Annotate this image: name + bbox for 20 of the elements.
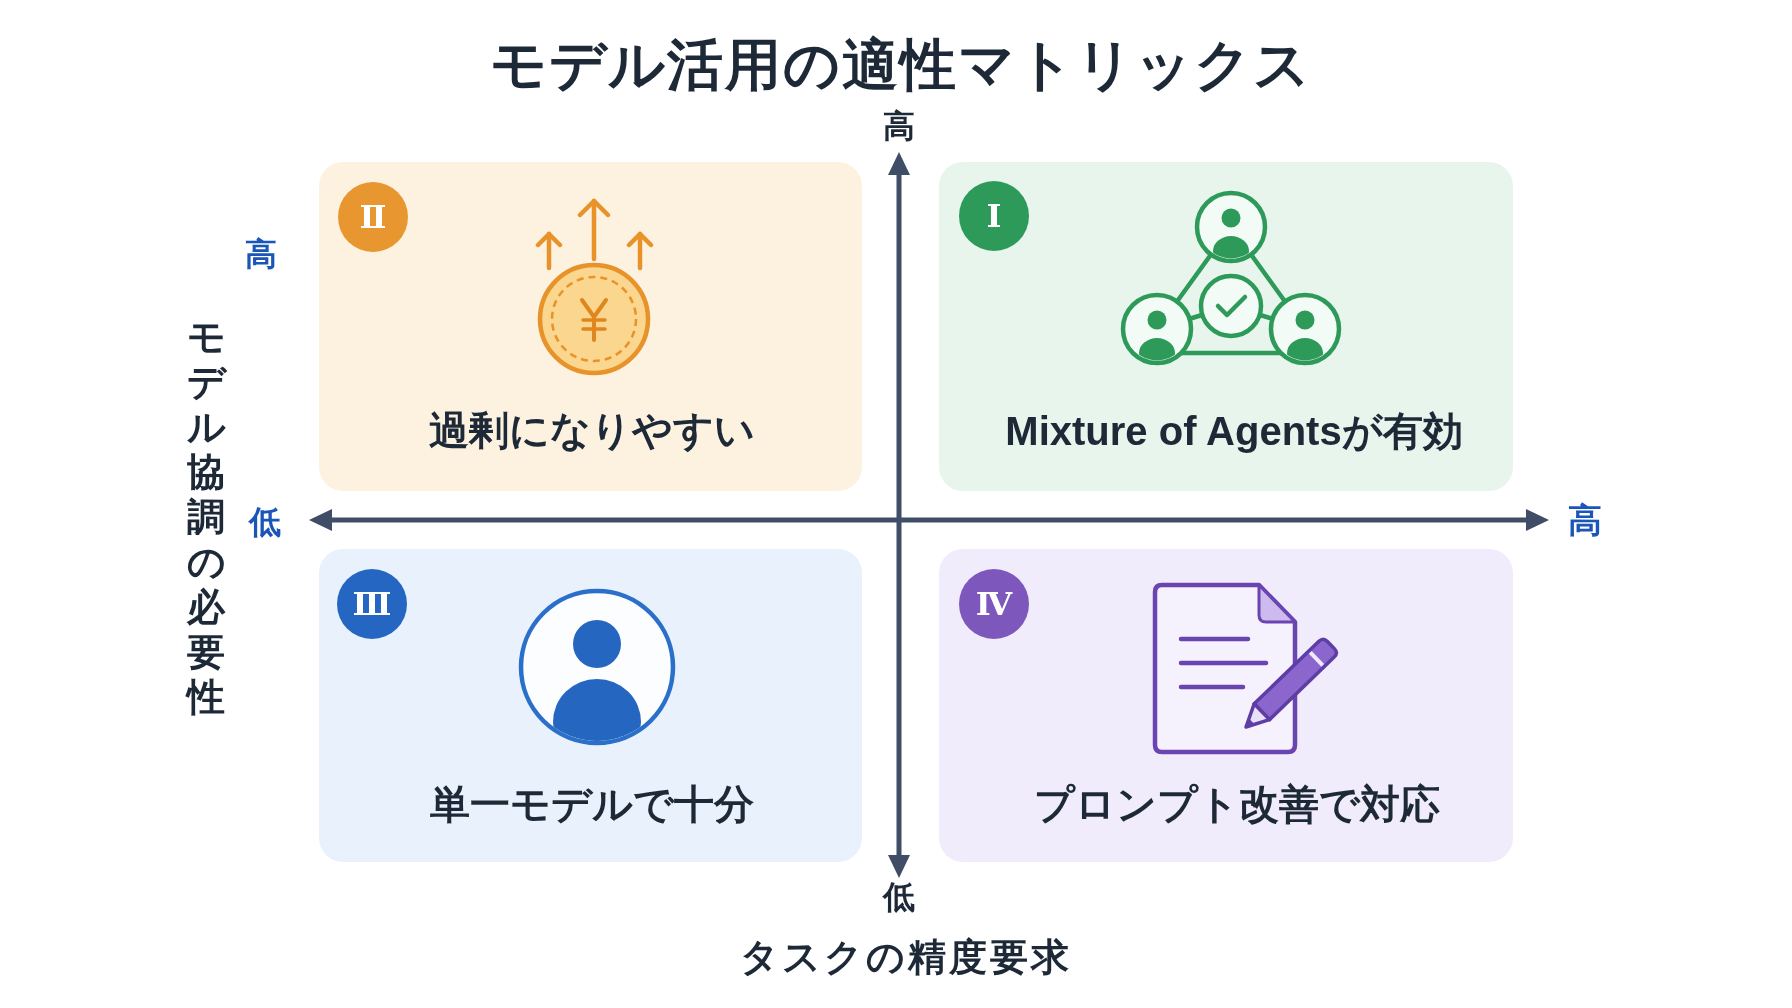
numeral-badge: Ⅲ bbox=[337, 569, 407, 639]
quadrant-panel bbox=[319, 162, 862, 491]
axis-label: 高 bbox=[1568, 499, 1602, 541]
quadrant-caption: Mixture of Agentsが有効 bbox=[1005, 408, 1463, 455]
quadrant-panel bbox=[319, 549, 862, 862]
quadrant-panel bbox=[939, 162, 1513, 491]
quadrant-panel bbox=[939, 549, 1513, 862]
numeral-badge: Ⅰ bbox=[959, 181, 1029, 251]
numeral-badge: Ⅳ bbox=[959, 569, 1029, 639]
axis-label: 高 bbox=[245, 234, 277, 274]
axis-label: 低 bbox=[249, 502, 281, 542]
axis-title: タスクの精度要求 bbox=[740, 935, 1072, 981]
quadrant-caption: 過剰になりやすい bbox=[429, 407, 755, 454]
axis-title: モデル協調の必要性 bbox=[187, 314, 225, 720]
title: モデル活用の適性マトリックス bbox=[490, 32, 1312, 99]
axis-label: 低 bbox=[883, 877, 915, 917]
quadrant-caption: 単一モデルで十分 bbox=[430, 781, 754, 828]
numeral-badge: Ⅱ bbox=[338, 182, 408, 252]
axis-label: 高 bbox=[883, 106, 915, 146]
quadrant-caption: プロンプト改善で対応 bbox=[1034, 781, 1440, 828]
